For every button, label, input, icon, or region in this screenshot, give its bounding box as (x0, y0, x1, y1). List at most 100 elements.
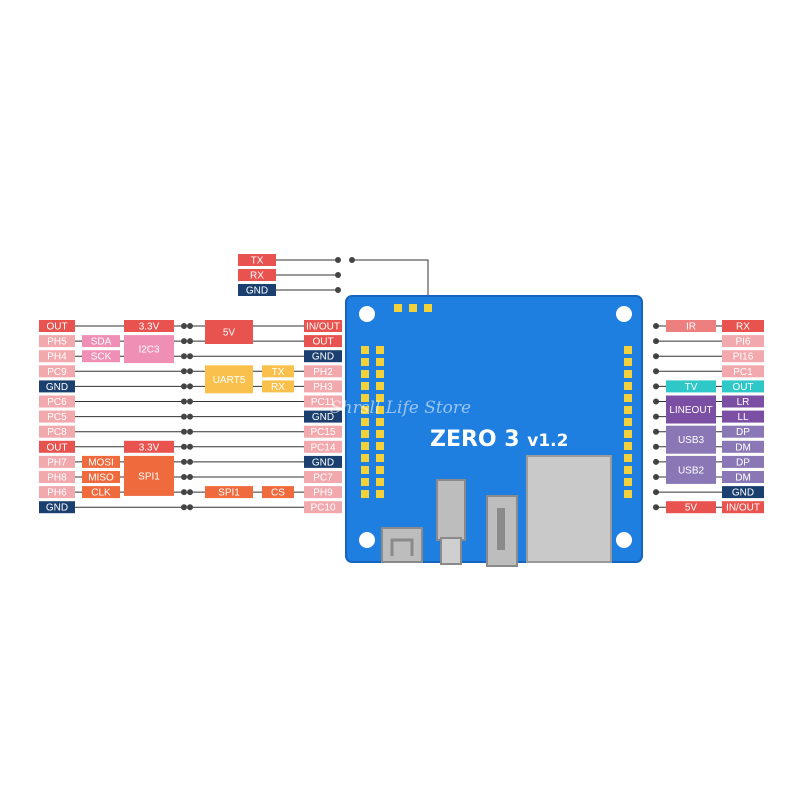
gpio-pad (376, 382, 384, 390)
left-pin2-3-text: PH2 (313, 367, 333, 378)
left-sub-11-text: CLK (91, 488, 111, 499)
right-fn-ir: IR (666, 320, 716, 333)
uart5-sub-3: TX (262, 365, 294, 378)
gpio-pad (376, 394, 384, 402)
right-pin-7-text: DP (736, 427, 750, 438)
left-pin2-0-text: IN/OUT (306, 322, 340, 333)
left-pin-11: PH6 (39, 486, 75, 499)
right-fn-usb2: USB2 (666, 455, 716, 484)
right-pin-6: LL (722, 410, 764, 423)
gpio-pad (376, 358, 384, 366)
left-pin2-2-text: GND (312, 352, 334, 363)
left-pin-0-text: OUT (46, 322, 67, 333)
uart5-group-text: UART5 (213, 375, 246, 386)
left-pin2-10-text: PC7 (313, 473, 333, 484)
left-pin-8: OUT (39, 440, 75, 453)
left-pin2-3: PH2 (304, 365, 342, 378)
gpio-pad (624, 478, 632, 486)
left-pin-4-text: GND (46, 382, 68, 393)
right-fn-5v: 5V (666, 501, 716, 514)
left-pin-2: PH4 (39, 350, 75, 363)
zero3-board (345, 295, 643, 567)
gpio-pad (361, 418, 369, 426)
gpio-pad (376, 418, 384, 426)
board-title: ZERO 3 v1.2 (430, 427, 568, 452)
left-sub-1: SDA (82, 335, 120, 348)
right-pin-10-text: DM (735, 473, 751, 484)
gpio-pad (376, 430, 384, 438)
wire-end (187, 368, 193, 375)
header-pads (361, 304, 632, 498)
right-fn-lineout: LINEOUT (666, 395, 716, 424)
right-pin-5-text: LR (737, 397, 750, 408)
debug-rx: RX (238, 269, 276, 282)
wire-end (181, 428, 187, 435)
gpio-pad (624, 490, 632, 498)
wire-end (187, 353, 193, 360)
right-fn-usb3-text: USB3 (678, 435, 705, 446)
right-pin-8: DM (722, 440, 764, 453)
left-pin2-4: PH3 (304, 380, 342, 393)
wire-end (187, 474, 193, 480)
wire-end (181, 338, 187, 345)
left-pin-5: PC6 (39, 395, 75, 408)
right-pin-6-text: LL (737, 412, 749, 423)
gpio-pad (624, 406, 632, 414)
wire-end (181, 398, 187, 405)
gpio-pad (361, 454, 369, 462)
micro-hdmi-opening (390, 538, 414, 556)
left-pin2-11-text: PH9 (313, 488, 333, 499)
debug-pad (424, 304, 432, 312)
microsd-card (440, 537, 462, 565)
right-fn-tv: TV (666, 380, 716, 393)
left-pin-2-text: PH4 (47, 352, 67, 363)
board-version: v1.2 (527, 431, 569, 451)
left-func-8: 3.3V (124, 440, 174, 453)
left-pin2-6: GND (304, 410, 342, 423)
left-pin2-9-text: GND (312, 457, 334, 468)
wire-end (187, 489, 193, 496)
left-func-0-text: 3.3V (139, 322, 160, 333)
left-pin-6: PC5 (39, 410, 75, 423)
right-pin-5: LR (722, 395, 764, 408)
gpio-pad (376, 406, 384, 414)
left-sub-2: SCK (82, 350, 120, 363)
usb-c-slot (497, 508, 505, 550)
left-pin2-12: PC10 (304, 501, 342, 514)
left-pin-7-text: PC8 (47, 427, 67, 438)
microsd-slot (436, 479, 466, 541)
gpio-pad (361, 358, 369, 366)
right-pin-9-text: DP (736, 457, 750, 468)
wire-end (187, 443, 193, 450)
wire-end (181, 413, 187, 420)
spi1-cs: CS (262, 486, 294, 499)
uart5-sub-4-text: RX (271, 382, 285, 393)
gpio-pad (361, 382, 369, 390)
gpio-pad (361, 490, 369, 498)
mount-hole (359, 306, 375, 322)
right-pin-11-text: GND (732, 488, 754, 499)
left-pin-5-text: PC6 (47, 397, 67, 408)
mount-hole (359, 532, 375, 548)
wire-end (335, 287, 341, 293)
left-pin-11-text: PH6 (47, 488, 67, 499)
left-pin2-8-text: PC14 (310, 442, 335, 453)
right-pin-3: PC1 (722, 365, 764, 378)
gpio-pad (376, 370, 384, 378)
left-pin2-9: GND (304, 455, 342, 468)
left-pin2-11: PH9 (304, 486, 342, 499)
left-sub-11: CLK (82, 486, 120, 499)
left-pin2-6-text: GND (312, 412, 334, 423)
gpio-pad (361, 466, 369, 474)
gpio-pad (624, 394, 632, 402)
left-pin-9: PH7 (39, 455, 75, 468)
left-pin-1-text: PH5 (47, 337, 67, 348)
wire-end (181, 458, 187, 465)
wire-end (335, 272, 341, 278)
left-pin2-0: IN/OUT (304, 320, 342, 333)
right-pin-12: IN/OUT (722, 501, 764, 514)
gpio-pad (624, 418, 632, 426)
uart5-sub-4: RX (262, 380, 294, 393)
wire (352, 259, 429, 304)
